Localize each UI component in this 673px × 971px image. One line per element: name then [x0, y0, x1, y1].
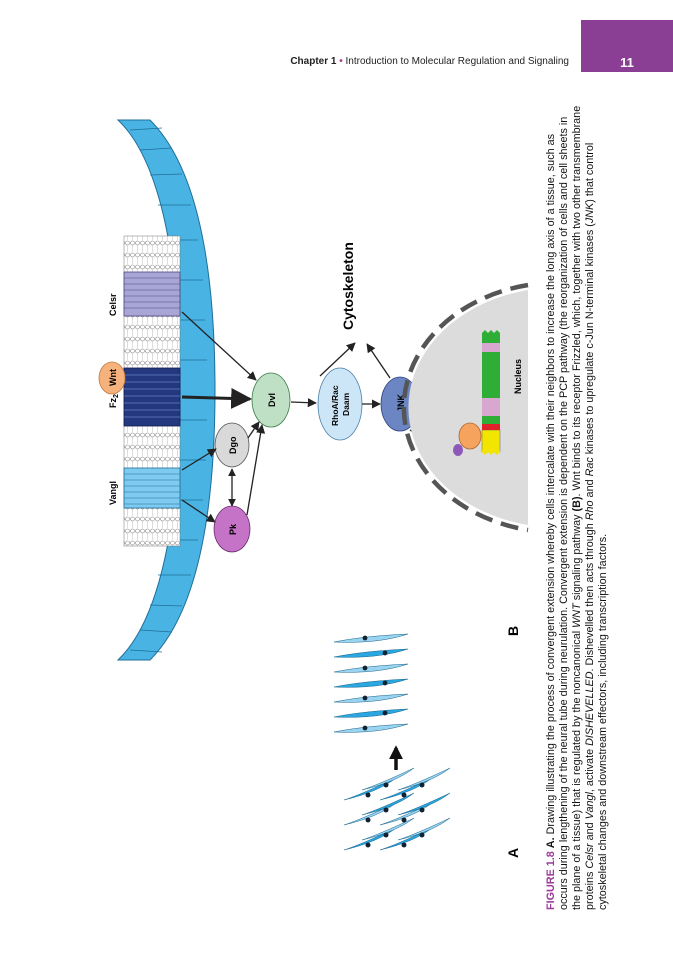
celsr-receptor — [123, 271, 181, 317]
figure-number: FIGURE 1.8 — [545, 851, 557, 910]
pk-label: Pk — [228, 523, 238, 535]
caption-vangl: Vangl — [584, 792, 597, 820]
caption-text-6: . Dishevelled then acts through — [584, 520, 597, 672]
caption-rho: Rho — [584, 500, 597, 521]
caption-rac: Rac — [584, 457, 597, 477]
daam-label: Daam — [341, 392, 351, 416]
chapter-label: Chapter 1 — [290, 56, 337, 67]
rhoa-rac-daam-node: RhoA/Rac Daam — [317, 367, 363, 441]
jnk-label: JNK — [396, 393, 406, 412]
fz2-label: Fz2 — [108, 394, 120, 408]
wnt-label: Wnt — [108, 369, 118, 386]
panel-b-label: B — [505, 626, 521, 636]
panel-a-label: A — [505, 848, 521, 858]
wnt-ligand — [98, 361, 126, 395]
caption-part-b: (B) — [571, 496, 584, 512]
running-head: Chapter 1 • Introduction to Molecular Re… — [290, 56, 569, 67]
figure-caption: FIGURE 1.8 A. Drawing illustrating the p… — [545, 100, 610, 910]
rhoa-rac-label: RhoA/Rac — [330, 385, 340, 426]
nucleus: Nucleus — [401, 282, 529, 533]
page-number-tab: 11 — [581, 20, 673, 72]
cytoskeleton-label: Cytoskeleton — [340, 242, 356, 330]
dgo-node: Dgo — [214, 422, 250, 468]
dgo-label: Dgo — [228, 436, 238, 454]
dvl-label: Dvl — [267, 393, 277, 407]
panel-a-cells-after — [333, 633, 409, 733]
fz-subscript: 2 — [113, 394, 120, 398]
caption-text-5: , activate — [584, 745, 597, 793]
fz-text: Fz — [108, 398, 118, 408]
frizzled-receptor — [123, 367, 181, 427]
separator-dot: • — [339, 56, 343, 67]
caption-wnt: WNT — [571, 603, 584, 628]
page-number: 11 — [620, 55, 634, 70]
vangl-label: Vangl — [108, 481, 118, 505]
caption-text-4: and — [584, 819, 597, 844]
celsr-label: Celsr — [108, 293, 118, 316]
nucleus-label: Nucleus — [513, 359, 523, 394]
vangl-receptor — [123, 467, 181, 509]
chapter-title: Introduction to Molecular Regulation and… — [345, 56, 569, 67]
caption-celsr: Celsr — [584, 843, 597, 869]
caption-jnk: JNK — [584, 202, 597, 224]
caption-dishevelled: DISHEVELLED — [584, 671, 597, 746]
panel-a-cells-before — [343, 767, 451, 851]
caption-part-a: A. — [545, 837, 557, 849]
caption-text-2: signaling pathway — [571, 511, 584, 604]
caption-paragraph: FIGURE 1.8 A. Drawing illustrating the p… — [545, 100, 610, 910]
caption-text-7: and — [584, 476, 597, 501]
caption-text-8: kinases to upregulate c-Jun N-terminal k… — [584, 223, 597, 458]
pk-node: Pk — [213, 505, 251, 553]
dvl-node: Dvl — [251, 372, 291, 428]
